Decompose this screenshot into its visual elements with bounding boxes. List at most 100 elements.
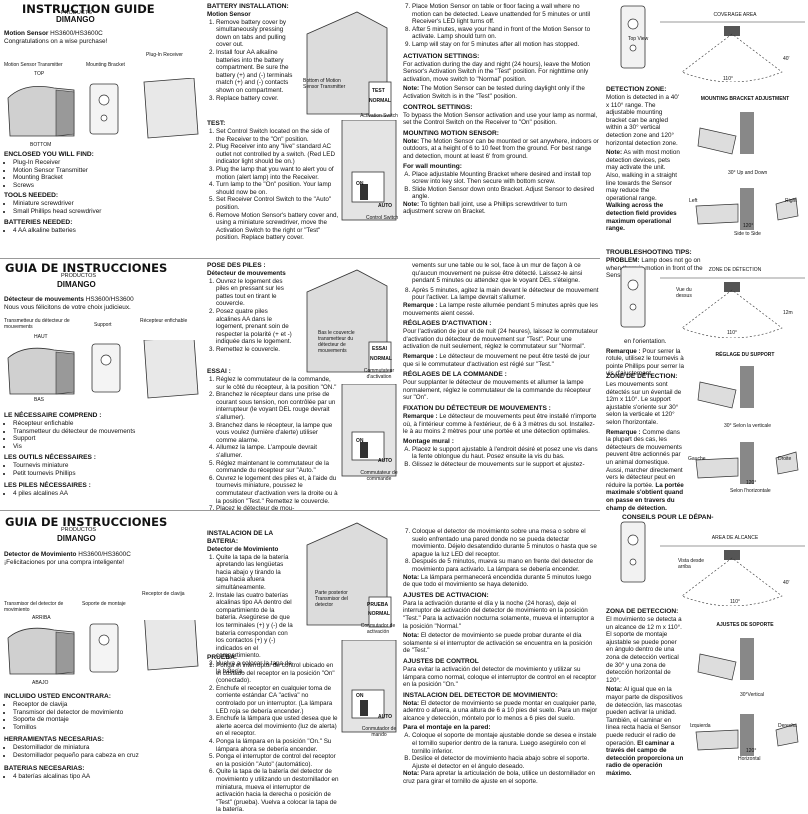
fr-bracket-adjust-figure [695, 366, 799, 484]
horiz-angle-label: 120° [743, 223, 754, 229]
es-fig-bottom-label: Parte posterior Transmisor del detector [315, 590, 348, 608]
label-bottom: BOTTOM [30, 142, 52, 148]
coverage-angle: 110° [723, 76, 733, 82]
fr-activation-column: vements sur une table ou le sol, face à … [403, 262, 599, 468]
divider-1 [0, 258, 600, 259]
divider-2 [0, 510, 600, 511]
model-line: Motion Sensor HS3600/HS3600C [4, 30, 103, 37]
es-coverage-figure [660, 545, 805, 606]
up-down-label: 30° Up and Down [728, 170, 768, 176]
coverage-range: 40' [783, 56, 790, 62]
es-label-transmitter: Transmisor del detector de movimiento [4, 601, 64, 613]
fr-fig-control-label: Commutateur de commande [360, 470, 398, 482]
activation-column: Place Motion Sensor on table or floor fa… [403, 3, 599, 218]
sensor-bottom-figure [306, 11, 392, 117]
es-sub: PRODUCTOS [61, 527, 97, 533]
fr-fig-bottom-label: Bas le couvercle transmetteur du détecte… [318, 330, 355, 354]
products-illustration [7, 78, 199, 139]
fr-products-illustration [7, 340, 199, 399]
fr-sensor-bottom-figure [306, 269, 392, 373]
es-label-receiver: Receptor de clavija [142, 591, 185, 597]
right-label: Right [785, 198, 797, 204]
es-label-top: ARRIBA [32, 615, 51, 621]
es-title: GUIA DE INSTRUCCIONES [5, 515, 168, 529]
fr-congrats: Nous vous félicitons de votre choix judi… [4, 304, 131, 311]
fr-enclosed-block: LE NÉCESSAIRE COMPREND : Récepteur enfic… [4, 412, 194, 497]
fr-tips-heading: CONSEILS POUR LE DÉPAN- [622, 514, 714, 521]
congrats-text: Congratulations on a wise purchase! [4, 38, 108, 45]
fig-on-label: ON [356, 181, 364, 187]
es-horizontal-label: Horizontal [738, 756, 761, 762]
brand-name: DIMANGO [56, 15, 95, 24]
fr-detection-zone: ZONE DE DÉTECTION: Les mouvements sont d… [606, 373, 684, 512]
es-test-block: PRUEBA: Ponga el interruptor de control … [207, 654, 339, 814]
es-brand: DIMANGO [57, 534, 96, 543]
fr-test-block: ESSAI : Réglez le commutateur de la comm… [207, 368, 339, 513]
es-horiz-angle-label: 120° [746, 748, 757, 754]
coverage-title: COVERAGE AREA [713, 12, 757, 18]
fr-battery-install: POSE DES PILES : Détecteur de mouvements… [207, 262, 293, 354]
es-fig-control-label: Conmutador de mando [361, 726, 397, 738]
es-fig-test-label: PRUEBA [367, 602, 389, 608]
test-block: TEST: Set Control Switch located on the … [207, 120, 339, 242]
fr-remark-block: en l'orientation. Remarque : Pour serrer… [606, 338, 685, 378]
fr-coverage-angle: 110° [727, 330, 737, 336]
es-congrats: ¡Felicitaciones por una compra inteligen… [4, 559, 125, 566]
bracket-adjust-figure [695, 112, 799, 230]
fr-label-receiver: Récepteur enfichable [140, 318, 188, 324]
fr-fig-activation-label: Commutateur d'activation [363, 368, 395, 380]
fr-label-top: HAUT [34, 334, 48, 340]
fr-coverage-range: 12m [783, 310, 793, 316]
brand-sub: PRODUCTS [61, 10, 92, 16]
fr-bracket-small-figure [620, 266, 646, 328]
fig-bottom-label: Bottom of Motion Sensor Transmitter [303, 78, 346, 90]
fr-horiz-angle-label: 120° [746, 480, 757, 486]
fr-fig-on-label: ON [356, 438, 364, 444]
es-coverage-title: AREA DE ALCANCE [711, 535, 759, 541]
es-label-bottom: ABAJO [32, 680, 49, 686]
top-view-label: Top View [628, 36, 649, 42]
fig-auto-label: AUTO [378, 203, 393, 209]
fig-test-label: TEST [372, 88, 385, 94]
fr-fig-normal-label: NORMAL [370, 356, 392, 362]
es-coverage-angle: 110° [730, 599, 740, 605]
label-bracket: Mounting Bracket [86, 62, 125, 68]
es-fig-activation-label: Conmutador de activación [360, 623, 396, 635]
es-battery-install: INSTALACION DE LA BATERIA: Detector de M… [207, 530, 293, 675]
fr-fig-auto-label: AUTO [378, 458, 393, 464]
es-left-label: Izquierda [690, 723, 711, 729]
es-model: Detector de Movimiento HS3600/HS3600C [4, 551, 131, 558]
fr-vertical-label: 30° Selon la verticale [724, 423, 772, 429]
es-label-bracket: Soporte de montaje [82, 601, 126, 607]
es-vertical-label: 30°Vertical [740, 692, 764, 698]
fr-brand: DIMANGO [57, 280, 96, 289]
fr-coverage-title: ZONE DE DÉTECTION [708, 267, 762, 273]
es-products-illustration [7, 620, 199, 675]
es-activation-column: Coloque el detector de movimiento sobre … [403, 528, 599, 788]
enclosed-block: ENCLOSED YOU WILL FIND: Plug-In Receiver… [4, 151, 182, 234]
coverage-figure [660, 21, 805, 82]
es-receiver-figure [341, 640, 397, 733]
es-enclosed-block: INCLUIDO USTED ENCONTRARA: Receptor de c… [4, 693, 194, 780]
es-top-view-label: Vista desde arriba [678, 558, 705, 570]
fr-sub: PRODUCTOS [61, 273, 97, 279]
fr-model: Détecteur de mouvements HS3600/HS3600 [4, 296, 134, 303]
fr-right-label: Droite [778, 456, 792, 462]
es-bracket-adjust-figure [695, 638, 799, 756]
page-title: INSTRUCTION GUIDE [22, 2, 155, 16]
fr-coverage-figure [660, 277, 805, 338]
es-fig-on-label: ON [356, 693, 364, 699]
es-right-label: Derecha [778, 723, 797, 729]
es-detection-zone: ZONA DE DETECCION: El movimiento se dete… [606, 608, 684, 777]
battery-install: BATTERY INSTALLATION: Motion Sensor Remo… [207, 3, 293, 102]
fig-control-label: Control Switch [366, 215, 399, 221]
fr-top-view-label: Vue du dessus [676, 287, 692, 299]
fr-horizontal-label: Selon l'horizontale [730, 488, 771, 494]
fig-activation-label: Activation Switch [360, 113, 398, 119]
label-receiver: Plug-In Receiver [146, 52, 183, 58]
es-fig-auto-label: AUTO [378, 714, 393, 720]
bracket-small-figure [620, 5, 646, 69]
es-bracket-small-figure [620, 521, 646, 583]
fr-label-bracket: Support [94, 322, 112, 328]
fr-fig-test-label: ESSAI [372, 346, 388, 352]
